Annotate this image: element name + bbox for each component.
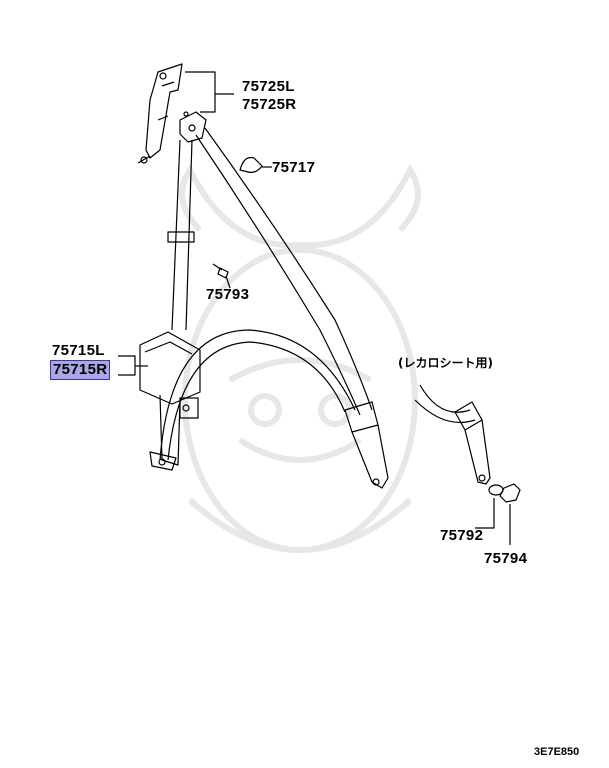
upper-guide bbox=[179, 111, 207, 143]
retractor bbox=[139, 331, 201, 471]
part-number-75792: 75792 bbox=[440, 527, 484, 544]
part-number-75725L: 75725L bbox=[242, 78, 295, 95]
recaro-seat-note: (レカロシート用) bbox=[398, 356, 493, 370]
bolt-part bbox=[212, 263, 231, 289]
part-number-75794: 75794 bbox=[484, 550, 528, 567]
upper-anchor-bracket bbox=[137, 63, 183, 164]
watermark-emblem bbox=[179, 164, 421, 553]
vertical-belt bbox=[167, 139, 195, 331]
part-number-75717: 75717 bbox=[272, 159, 316, 176]
belt-tongue bbox=[344, 401, 389, 489]
part-number-75715L: 75715L bbox=[52, 342, 105, 359]
cover-part bbox=[239, 156, 263, 173]
part-number-75793: 75793 bbox=[206, 286, 250, 303]
recaro-buckle bbox=[414, 384, 491, 485]
washer-nut bbox=[475, 483, 521, 545]
highlighted-part-75715R[interactable]: 75715R bbox=[50, 360, 111, 380]
part-number-75725R: 75725R bbox=[242, 96, 297, 113]
diagonal-belt bbox=[195, 127, 373, 416]
figure-code: 3E7E850 bbox=[534, 746, 580, 758]
